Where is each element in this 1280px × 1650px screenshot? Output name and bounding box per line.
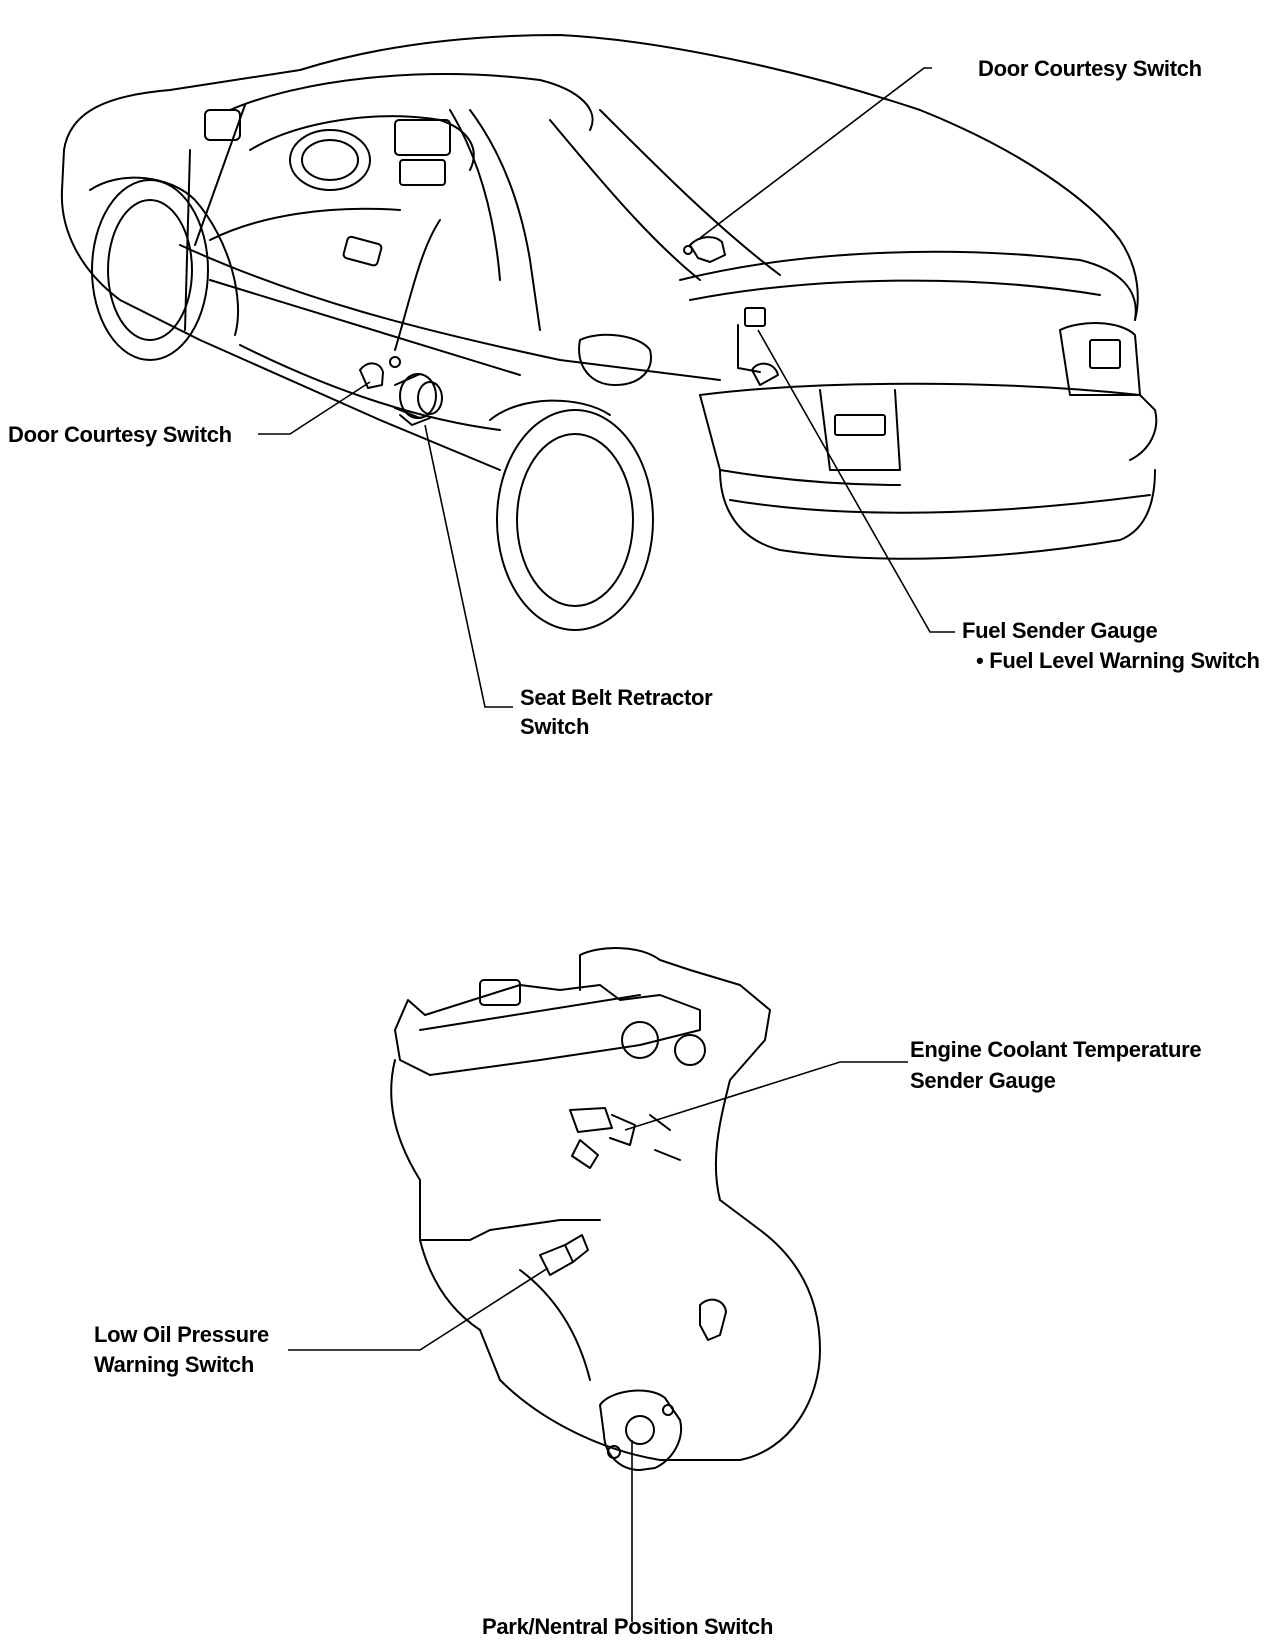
label-seat-belt-retractor-line2: Switch [520,714,590,739]
leader-seat-belt-retractor [424,424,513,708]
label-door-courtesy-switch-left: Door Courtesy Switch [8,422,232,447]
label-engine-coolant-line1: Engine Coolant Temperature [910,1037,1202,1062]
label-engine-coolant-line2: Sender Gauge [910,1068,1056,1093]
car-illustration [60,34,1158,631]
label-low-oil-line2: Warning Switch [94,1352,254,1377]
label-fuel-level-warning-switch: • Fuel Level Warning Switch [976,648,1260,673]
label-low-oil-line1: Low Oil Pressure [94,1322,269,1347]
leader-door-courtesy-switch-right [699,67,932,239]
leader-fuel-sender-gauge [757,329,955,633]
label-fuel-sender-gauge: Fuel Sender Gauge [962,618,1158,643]
seat-belt-retractor-component [394,373,443,426]
door-courtesy-switch-rear-component [683,236,726,263]
fuel-sender-component [737,307,779,386]
label-seat-belt-retractor-line1: Seat Belt Retractor [520,685,713,710]
leader-low-oil [288,1267,549,1351]
leader-lines [258,67,955,1622]
label-park-neutral-position-switch: Park/Nentral Position Switch [482,1614,774,1639]
leader-door-courtesy-switch-left [258,381,371,435]
label-door-courtesy-switch-right: Door Courtesy Switch [978,56,1202,81]
leader-engine-coolant [624,1061,908,1131]
engine-illustration [390,947,821,1471]
door-courtesy-switch-front-component [359,356,401,389]
